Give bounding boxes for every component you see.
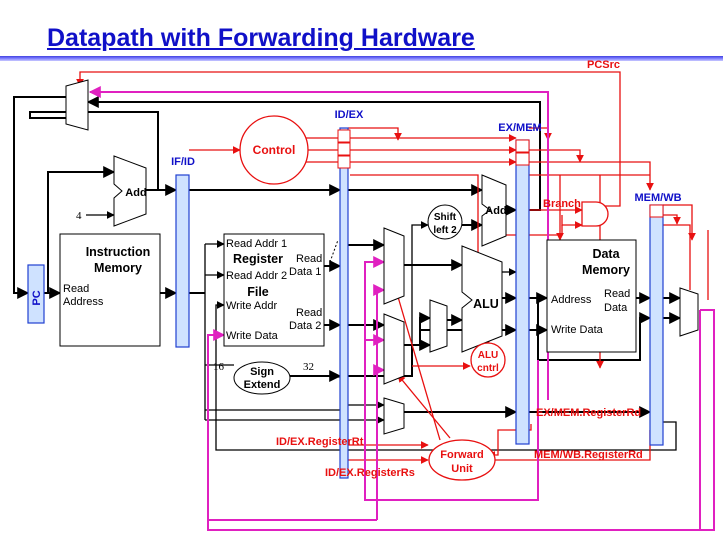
branch-label: Branch — [543, 198, 581, 210]
alu-control-label-2: cntrl — [477, 363, 499, 374]
alusrc-mux — [429, 299, 448, 353]
ex-mem-label: EX/MEM — [498, 122, 541, 134]
instruction-memory: Instruction Memory Read Address — [59, 233, 161, 347]
control-unit: Control — [239, 115, 309, 185]
forward-a-mux — [383, 227, 405, 305]
read-data-2b: Data 2 — [289, 320, 321, 332]
alu-label: ALU — [473, 297, 499, 311]
if-id-register: IF/ID — [171, 156, 195, 348]
constant-four: 4 — [76, 210, 82, 222]
read-address-label-1: Read — [63, 283, 89, 295]
id-ex-registerrt-label: ID/EX.RegisterRt — [276, 436, 364, 448]
regdst-mux — [383, 397, 405, 435]
if-id-label: IF/ID — [171, 156, 195, 168]
alu-control-label-1: ALU — [478, 350, 499, 361]
slide-title: Datapath with Forwarding Hardware — [47, 24, 475, 52]
read-address-label-2: Address — [63, 296, 104, 308]
regfile-title-2: File — [247, 285, 269, 299]
data-memory-title-2: Memory — [582, 263, 630, 277]
register-file: Read Addr 1 Register Read Addr 2 File Wr… — [223, 233, 325, 347]
forward-b-mux — [383, 313, 405, 385]
read-addr-2-label: Read Addr 2 — [226, 270, 287, 282]
control-label: Control — [253, 143, 296, 157]
forward-unit-label-1: Forward — [440, 449, 483, 461]
bits-32-label: 32 — [303, 361, 314, 373]
shift-left-2: Shift left 2 — [427, 204, 463, 240]
ex-mem-register: EX/MEM — [498, 122, 542, 445]
data-memory: Data Memory Address Read Data Write Data — [546, 239, 637, 353]
instruction-memory-title-2: Memory — [94, 261, 142, 275]
ex-mem-registerrd-label: EX/MEM.RegisterRd — [536, 407, 641, 419]
pc-adder-label: Add — [125, 187, 146, 199]
sign-extend-label-2: Extend — [244, 379, 281, 391]
branch-and-gate: Branch — [543, 198, 609, 227]
shift-label-2: left 2 — [433, 225, 457, 236]
bits-16-label: 16 — [213, 361, 225, 373]
branch-adder-label: Add — [485, 205, 506, 217]
mem-wb-register: MEM/WB — [634, 192, 682, 446]
title-rule — [0, 56, 723, 61]
sign-extend-unit: Sign Extend 16 32 — [213, 361, 314, 395]
pc-adder: Add — [113, 155, 147, 227]
mem-wb-label: MEM/WB — [634, 192, 681, 204]
read-data-1a: Read — [296, 253, 322, 265]
datapath-wires — [13, 96, 682, 451]
data-memory-title-1: Data — [592, 247, 620, 261]
write-data-label: Write Data — [226, 330, 279, 342]
dm-read-data-1: Read — [604, 288, 630, 300]
read-data-1b: Data 1 — [289, 266, 321, 278]
dm-address-label: Address — [551, 294, 592, 306]
pc-mux — [65, 79, 89, 131]
dm-write-data-label: Write Data — [551, 324, 604, 336]
writeback-mux — [679, 287, 699, 337]
shift-label-1: Shift — [434, 212, 457, 223]
id-ex-register: ID/EX — [335, 109, 364, 479]
sign-extend-label-1: Sign — [250, 366, 274, 378]
pc-register: PC — [27, 264, 45, 324]
read-addr-1-label: Read Addr 1 — [226, 238, 287, 250]
pc-label: PC — [31, 290, 43, 305]
id-ex-registerrs-label: ID/EX.RegisterRs — [325, 467, 415, 479]
forward-unit-label-2: Unit — [451, 463, 473, 475]
dm-read-data-2: Data — [604, 302, 628, 314]
alu: ALU — [461, 245, 503, 353]
instruction-memory-title-1: Instruction — [86, 245, 151, 259]
mem-wb-registerrd-label: MEM/WB.RegisterRd — [534, 449, 643, 461]
pcsrc-label: PCSrc — [587, 59, 620, 71]
branch-adder: Add — [481, 174, 507, 247]
write-addr-label: Write Addr — [226, 300, 277, 312]
forward-unit: Forward Unit — [428, 439, 496, 481]
regfile-title-1: Register — [233, 252, 283, 266]
id-ex-label: ID/EX — [335, 109, 364, 121]
read-data-2a: Read — [296, 307, 322, 319]
alu-control: ALU cntrl — [470, 342, 506, 378]
